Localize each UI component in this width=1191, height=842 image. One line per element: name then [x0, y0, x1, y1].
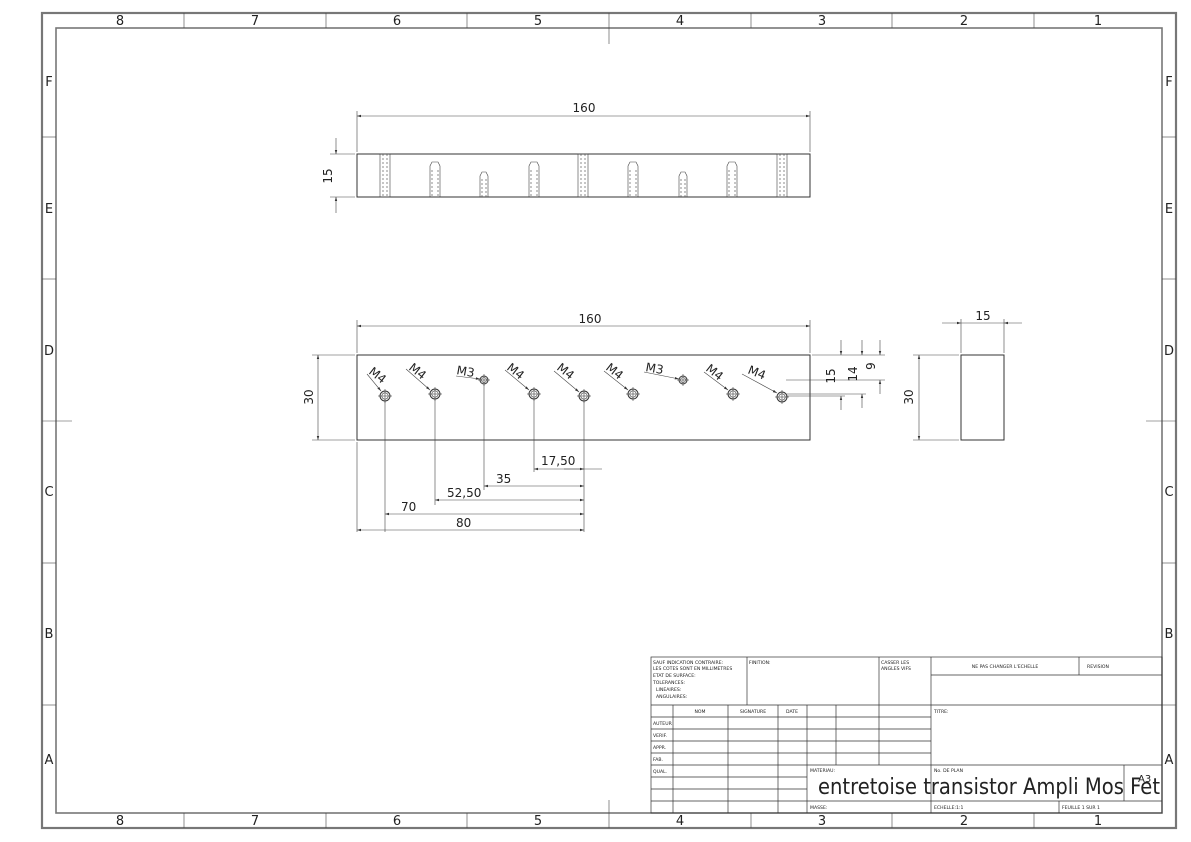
zone-col-6-bottom: 6 [393, 814, 401, 829]
zone-col-1-bottom: 1 [1094, 814, 1102, 829]
sheet-size: A3 [1138, 774, 1151, 785]
note-line-6: ANGULAIRES: [656, 694, 688, 700]
hole-callout-9: M4 [746, 363, 768, 383]
mass-label: MASSE: [810, 805, 828, 811]
zone-col-4-bottom: 4 [676, 814, 684, 829]
top-view: 160 15 [321, 101, 811, 213]
zone-row-a-right: A [1165, 753, 1174, 768]
zone-col-5-bottom: 5 [534, 814, 542, 829]
zone-row-a: A [45, 753, 54, 768]
dim-right-15: 15 [824, 368, 838, 383]
row-label-quality: QUAL. [653, 769, 667, 775]
zone-row-f: F [45, 75, 52, 90]
zone-row-e: E [45, 202, 53, 217]
note-line-5: LINEAIRES: [656, 687, 682, 693]
dim-right-9: 9 [864, 362, 878, 370]
zone-col-2: 2 [960, 14, 968, 29]
zone-row-b-right: B [1165, 627, 1174, 642]
hole-callout-6: M4 [603, 360, 626, 382]
title-block: SAUF INDICATION CONTRAIRE: LES COTES SON… [650, 656, 1163, 814]
zone-row-c: C [44, 485, 53, 500]
zone-col-1: 1 [1094, 14, 1102, 29]
front-view-height-dim: 30 [302, 389, 316, 404]
dim-35: 35 [496, 472, 511, 486]
drawing-title: entretoise transistor Ampli Mos Fet [818, 775, 1160, 800]
sheet-label: FEUILLE 1 SUR 1 [1062, 805, 1100, 811]
hole-callout-3: M3 [455, 363, 475, 380]
hole-callout-4: M4 [504, 360, 527, 382]
hole-callout-2: M4 [406, 360, 429, 382]
front-view: M4 M4 M3 M4 M4 M4 M3 M4 M4 160 30 [302, 312, 885, 532]
dim-17-50: 17,50 [541, 454, 575, 468]
col-header-date: DATE [786, 709, 798, 715]
col-header-name: NOM [694, 709, 705, 715]
zone-col-4: 4 [676, 14, 684, 29]
front-view-length-dim: 160 [579, 312, 602, 326]
material-label: MATERIAU: [810, 768, 836, 774]
zone-col-3: 3 [818, 14, 826, 29]
dim-80: 80 [456, 516, 471, 530]
zone-col-7: 7 [251, 14, 259, 29]
side-view-width-dim: 15 [975, 309, 990, 323]
note-line-4: TOLERANCES: [652, 680, 685, 686]
zone-col-2-bottom: 2 [960, 814, 968, 829]
top-view-length-dim: 160 [573, 101, 596, 115]
zone-row-c-right: C [1164, 485, 1173, 500]
side-view: 15 30 [902, 309, 1022, 441]
holes [378, 374, 789, 404]
dim-right-14: 14 [846, 366, 860, 381]
hole-callout-5: M4 [554, 360, 577, 382]
side-view-height-dim: 30 [902, 389, 916, 404]
zone-col-8-bottom: 8 [116, 814, 124, 829]
zone-row-e-right: E [1165, 202, 1173, 217]
zone-row-f-right: F [1165, 75, 1172, 90]
no-scale-label: NE PAS CHANGER L'ECHELLE [972, 664, 1039, 670]
zone-col-3-bottom: 3 [818, 814, 826, 829]
break-edges-line-1: CASSER LES [881, 660, 909, 666]
finish-label: FINITION: [749, 660, 771, 666]
drawing-no-label: No. DE PLAN [934, 768, 963, 774]
break-edges-line-2: ANGLES VIFS [881, 666, 911, 672]
zone-col-8: 8 [116, 14, 124, 29]
note-line-2: LES COTES SONT EN MILLIMETRES [653, 666, 732, 672]
hole-callout-1: M4 [366, 364, 389, 386]
hole-callout-8: M4 [703, 361, 726, 383]
revision-label: REVISION [1087, 664, 1109, 670]
row-label-fab: FAB. [653, 757, 663, 763]
zone-row-b: B [45, 627, 54, 642]
zone-row-d-right: D [1164, 344, 1174, 359]
row-label-author: AUTEUR [653, 721, 673, 727]
scale-label: ECHELLE:1:1 [934, 805, 964, 811]
col-header-signature: SIGNATURE [740, 709, 766, 715]
title-label: TITRE: [933, 709, 949, 715]
dim-70: 70 [401, 500, 416, 514]
zone-row-d: D [44, 344, 54, 359]
row-label-verified: VERIF. [653, 733, 667, 739]
hole-callout-7: M3 [644, 360, 664, 377]
zone-col-6: 6 [393, 14, 401, 29]
dim-52-50: 52,50 [447, 486, 481, 500]
row-label-approved: APPR. [653, 745, 666, 751]
zone-col-5: 5 [534, 14, 542, 29]
note-line-1: SAUF INDICATION CONTRAIRE: [653, 660, 724, 666]
sheet-frame: 8 7 6 5 4 3 2 1 8 7 6 5 4 3 2 1 F E D C … [40, 11, 1178, 830]
note-line-3: ETAT DE SURFACE: [653, 673, 696, 679]
top-view-height-dim: 15 [321, 168, 335, 183]
zone-col-7-bottom: 7 [251, 814, 259, 829]
